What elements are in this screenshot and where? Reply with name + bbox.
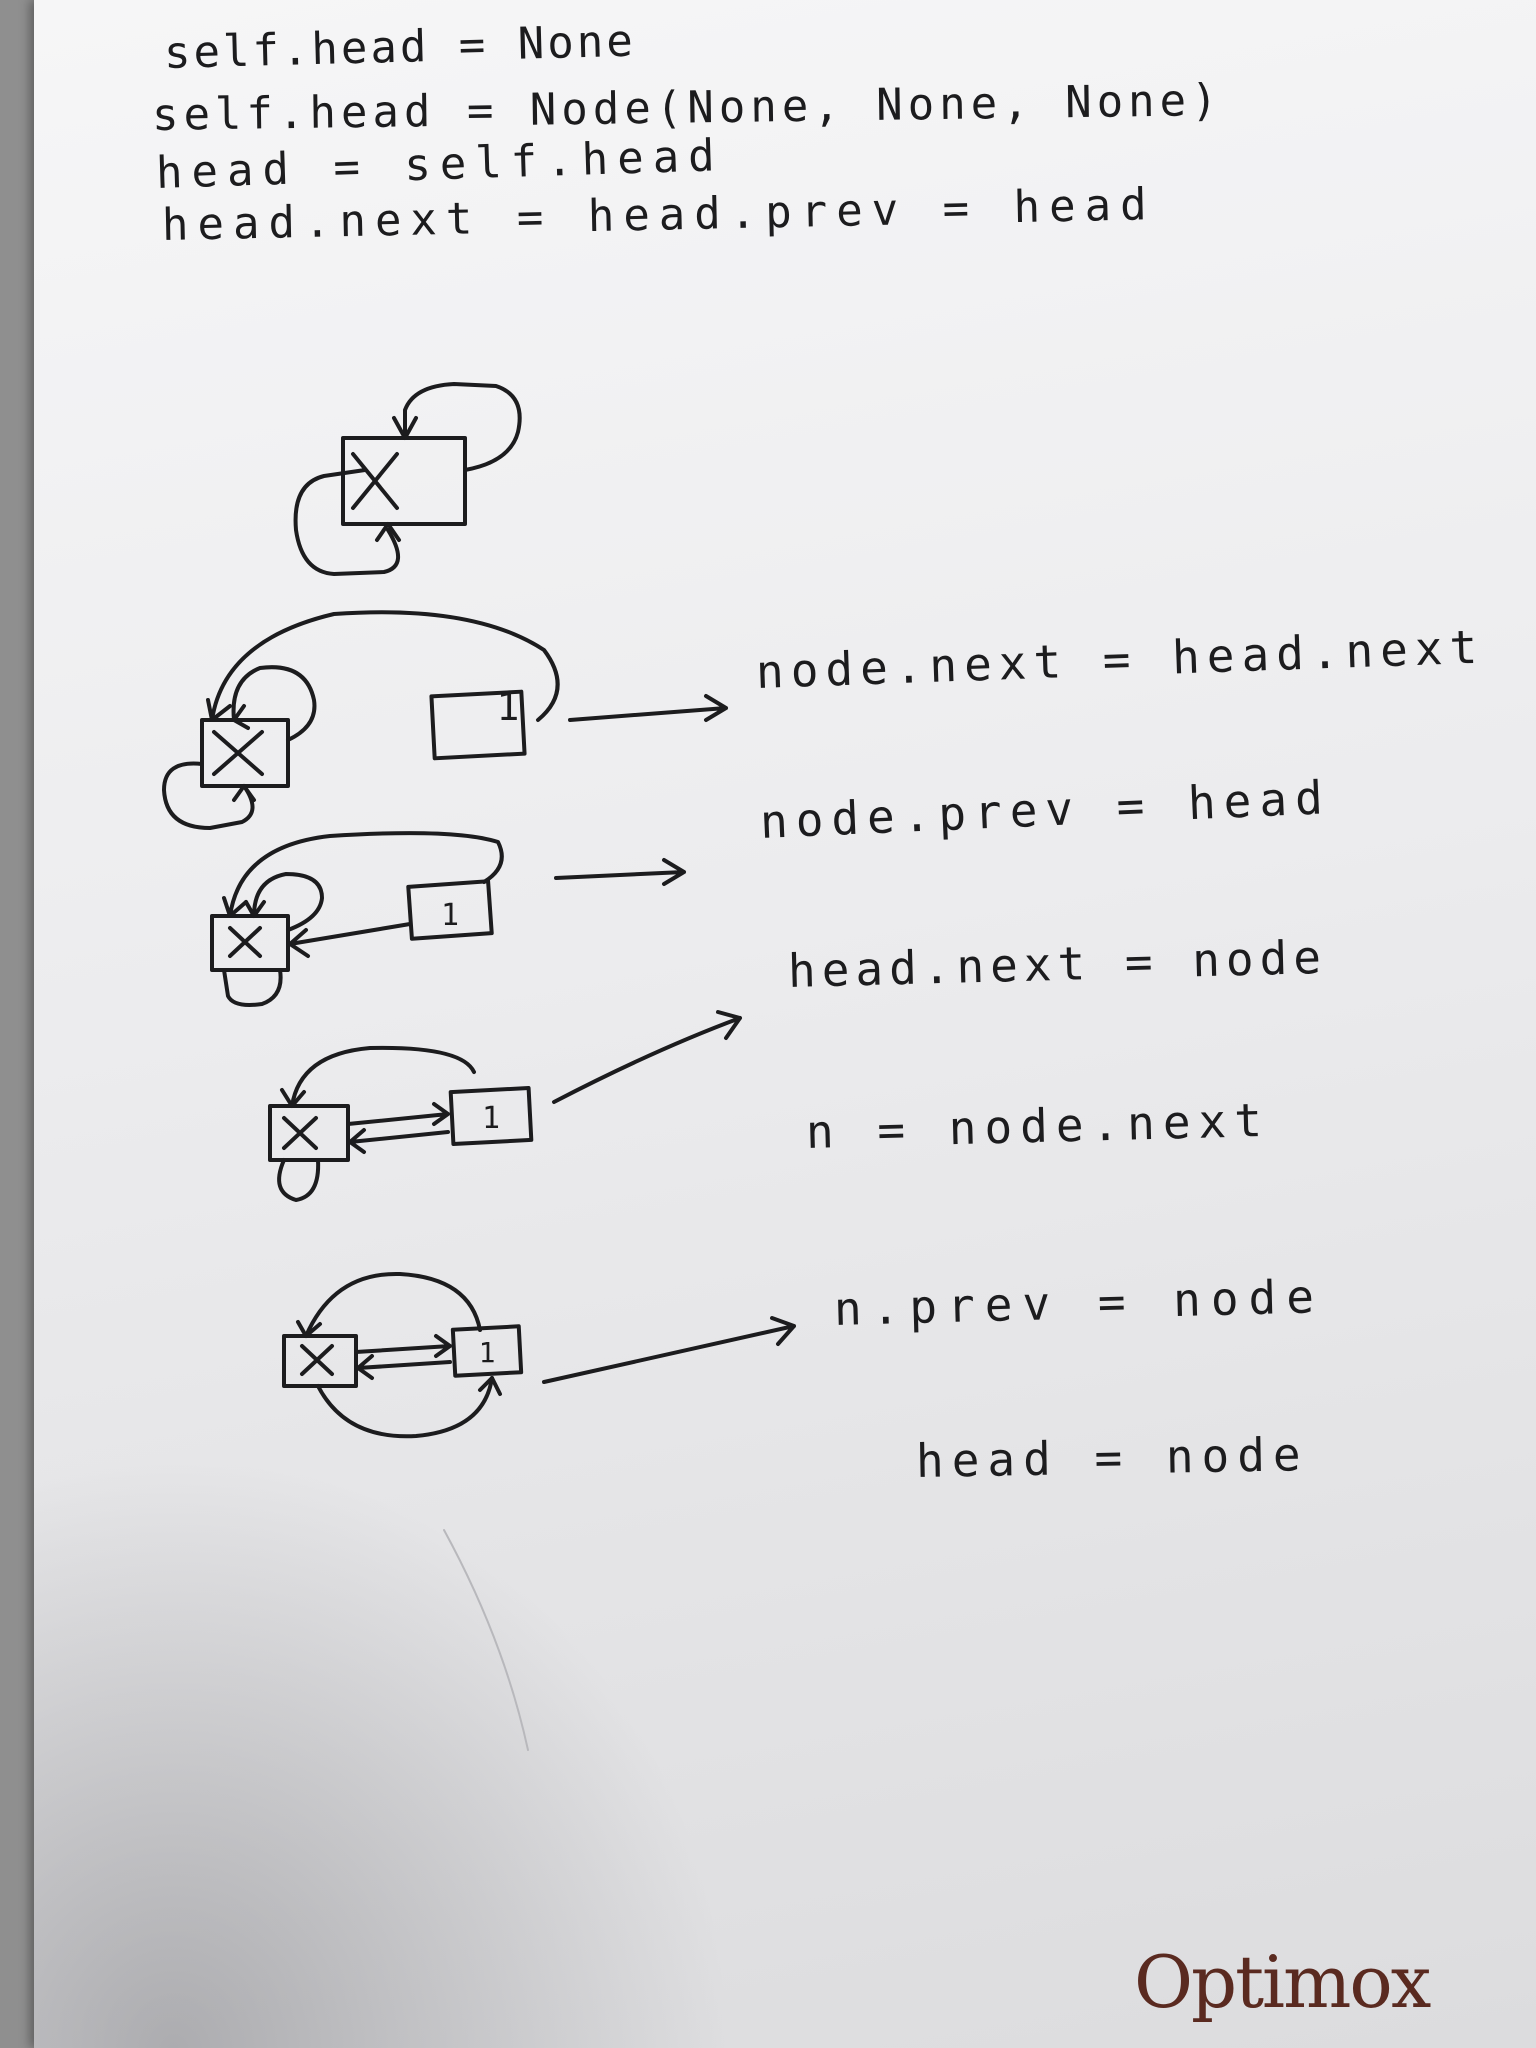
step-4-diagram	[282, 1271, 796, 1439]
step2-new-node-label: 1	[441, 898, 459, 933]
initial-head-diagram	[293, 382, 522, 576]
step3-new-node-box	[448, 1085, 534, 1147]
step-2-diagram	[210, 831, 686, 1007]
step-3-diagram	[268, 1010, 742, 1202]
step4-new-node-label: 1	[479, 1336, 496, 1369]
step3-arrow	[552, 1010, 742, 1104]
step1-head-box	[200, 718, 290, 788]
step1-new-node-label: 1	[497, 685, 520, 729]
step-1-diagram	[162, 610, 728, 830]
step4-new-node-box	[450, 1324, 524, 1378]
step2-head-box	[210, 914, 290, 972]
stray-pencil-line	[443, 1529, 529, 1751]
step1-arrow	[568, 694, 728, 722]
head-node-cross	[351, 452, 399, 510]
brand-logo: Optimox	[1134, 1940, 1431, 2024]
step3-new-node-label: 1	[482, 1101, 500, 1136]
step3-head-box	[268, 1104, 350, 1162]
step2-arrow	[554, 858, 686, 886]
step4-arrow	[542, 1316, 796, 1384]
notebook-page: self.head = None self.head = Node(None, …	[34, 0, 1536, 2048]
head-node-box	[341, 436, 467, 526]
linked-list-diagram: 1 1 1 1	[162, 382, 796, 1751]
step-text-6: head = node	[915, 1427, 1310, 1488]
step1-new-node-box	[429, 689, 527, 761]
step2-new-node-box	[406, 879, 494, 941]
